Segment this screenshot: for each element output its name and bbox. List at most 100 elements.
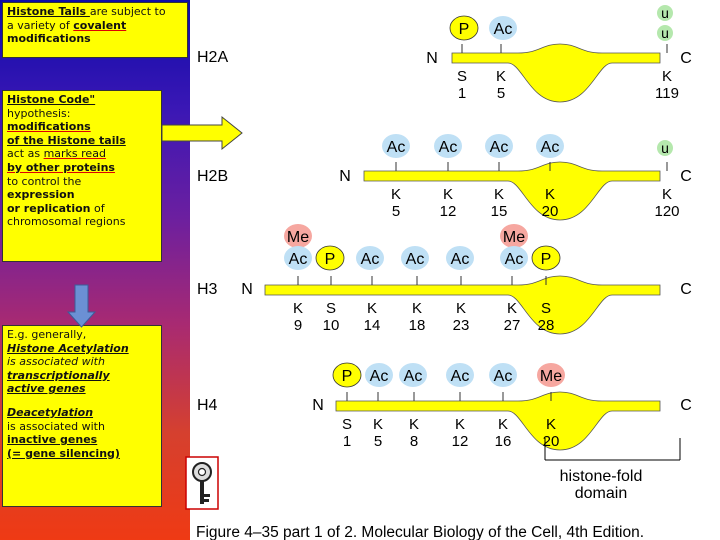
note-text: or replication <box>7 201 91 215</box>
phospho-mark <box>531 245 561 271</box>
ubiquitin-mark-label: u <box>661 5 669 21</box>
acetyl-mark-label: Ac <box>494 368 513 385</box>
acetyl-mark-label: Ac <box>490 139 509 156</box>
note-text: by other proteins <box>7 160 115 174</box>
methyl-mark-label: Me <box>503 229 525 246</box>
modifications-link[interactable]: modifications <box>7 120 91 134</box>
note-text: is associated with <box>7 419 105 433</box>
n-terminus-label: N <box>339 168 351 185</box>
residue-position: 27 <box>504 317 521 334</box>
residue-position: 12 <box>452 433 469 450</box>
c-terminus-label: C <box>680 397 692 414</box>
phospho-mark <box>449 15 479 41</box>
residue-position: 8 <box>410 433 418 450</box>
key-bow-hole <box>197 467 207 477</box>
note-text: modifications <box>7 32 91 46</box>
residue-position: 10 <box>323 317 340 334</box>
residue-letter: K <box>455 416 465 433</box>
acetyl-mark-label: Ac <box>451 251 470 268</box>
note-text: active genes <box>7 382 86 396</box>
methyl-mark <box>284 224 312 248</box>
residue-position: 5 <box>374 433 382 450</box>
acetyl-mark <box>365 363 393 387</box>
acetyl-mark <box>485 134 513 158</box>
key-icon <box>185 456 219 510</box>
acetyl-mark-label: Ac <box>505 251 524 268</box>
note-text: of <box>90 201 105 215</box>
acetyl-mark <box>500 246 528 270</box>
histone-tail-bar <box>264 275 661 335</box>
residue-letter: K <box>662 186 672 203</box>
ubiquitin-mark-label: u <box>661 140 669 156</box>
residue-letter: S <box>342 416 352 433</box>
ubiquitin-mark <box>657 140 673 156</box>
residue-position: 28 <box>538 317 555 334</box>
acetyl-mark <box>399 363 427 387</box>
histone-tail-bar <box>451 43 661 103</box>
histone-name: H2A <box>197 49 228 66</box>
c-terminus-label: C <box>680 168 692 185</box>
note-acetylation-example: E.g. generally, Histone Acetylation is a… <box>2 325 162 507</box>
c-terminus-label: C <box>680 281 692 298</box>
methyl-mark <box>537 363 565 387</box>
fold-label: domain <box>575 485 627 502</box>
acetyl-mark-label: Ac <box>289 251 308 268</box>
ubiquitin-mark-label: u <box>661 25 669 41</box>
residue-letter: K <box>498 416 508 433</box>
c-terminus-label: C <box>680 50 692 67</box>
histone-tails-title: Histone Tails <box>7 5 90 18</box>
phospho-mark <box>332 362 362 388</box>
note-histone-tails: Histone Tails are subject to a variety o… <box>2 2 188 58</box>
acetyl-mark-label: Ac <box>439 139 458 156</box>
residue-position: 119 <box>655 85 679 102</box>
n-terminus-label: N <box>241 281 253 298</box>
acetyl-mark <box>382 134 410 158</box>
methyl-mark-label: Me <box>287 229 309 246</box>
note-text: E.g. generally, <box>7 328 87 341</box>
acetyl-mark <box>356 246 384 270</box>
note-text: act as <box>7 147 44 161</box>
histone-name: H3 <box>197 281 218 298</box>
residue-position: 14 <box>364 317 381 334</box>
histone-tail-bar <box>363 161 661 221</box>
note-text: a variety of <box>7 18 74 32</box>
residue-letter: K <box>546 416 556 433</box>
residue-letter: K <box>373 416 383 433</box>
residue-letter: K <box>507 300 517 317</box>
residue-position: 12 <box>440 203 457 220</box>
acetyl-mark <box>446 363 474 387</box>
note-text: (= gene silencing) <box>7 446 120 460</box>
histone-name: H2B <box>197 168 228 185</box>
acetyl-mark-label: Ac <box>404 368 423 385</box>
ubiquitin-mark <box>657 25 673 41</box>
residue-letter: K <box>496 68 506 85</box>
note-text: Histone Acetylation <box>7 341 129 355</box>
phospho-mark-label: P <box>541 251 552 268</box>
note-text: hypothesis: <box>7 106 71 120</box>
note-text: chromosomal regions <box>7 215 126 229</box>
acetyl-mark-label: Ac <box>541 139 560 156</box>
note-text: to control the <box>7 174 82 188</box>
residue-position: 23 <box>453 317 470 334</box>
acetyl-mark-label: Ac <box>406 251 425 268</box>
residue-position: 5 <box>497 85 505 102</box>
residue-position: 1 <box>458 85 466 102</box>
fold-label: histone-fold <box>560 468 643 485</box>
residue-letter: K <box>412 300 422 317</box>
phospho-mark-label: P <box>459 21 470 38</box>
residue-letter: S <box>326 300 336 317</box>
covalent-link[interactable]: covalent <box>73 18 127 32</box>
note-text: of the Histone tails <box>7 133 126 147</box>
acetyl-mark <box>284 246 312 270</box>
residue-letter: S <box>457 68 467 85</box>
key-shaft <box>200 480 204 504</box>
marks-read-link[interactable]: marks read <box>43 147 106 161</box>
acetyl-mark-label: Ac <box>494 21 513 38</box>
acetyl-mark-label: Ac <box>387 139 406 156</box>
phospho-mark-label: P <box>342 368 353 385</box>
